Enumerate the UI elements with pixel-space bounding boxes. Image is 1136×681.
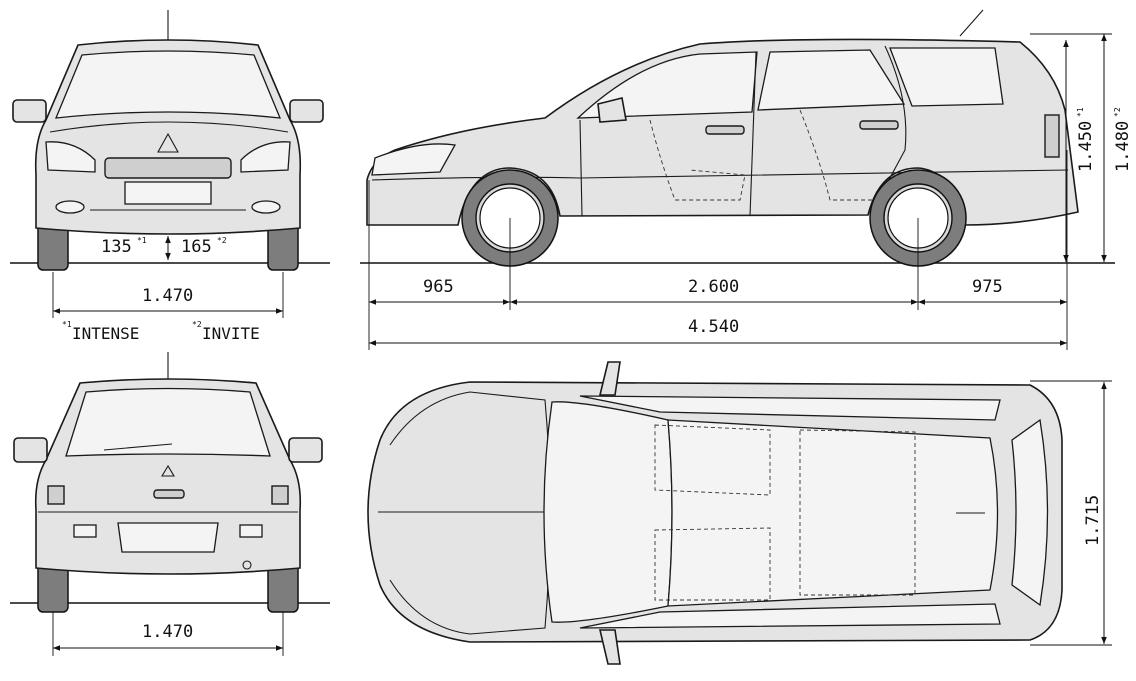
top-view: 1.715: [367, 361, 1112, 665]
front-hood-line: [49, 121, 289, 133]
rear-exhaust: [242, 560, 252, 570]
rear-handle: [153, 489, 185, 499]
rear-window: [65, 387, 271, 457]
rear-emblem: [161, 464, 175, 477]
front-track-width-value: 1.470: [142, 286, 193, 306]
side-view: 965 2.600 975 4.540 1.450 *1 1.480 *2: [360, 9, 1133, 350]
clearance-intense-value: 135: [101, 237, 132, 257]
clearance-intense-mark: *1: [137, 236, 147, 245]
top-right-side-glass: [579, 603, 1001, 629]
height-intense-mark: *1: [1076, 107, 1085, 117]
clearance-invite-mark: *2: [217, 236, 227, 245]
front-right-fog-light: [251, 200, 281, 214]
trim-legend: *1 INTENSE *2 INVITE: [62, 320, 260, 343]
front-right-headlight: [240, 141, 291, 173]
front-view: 135 *1 165 *2 1.470: [10, 10, 330, 318]
front-grille: [104, 157, 232, 179]
front-overhang-value: 965: [423, 277, 454, 297]
side-rear-seat-outline: [799, 109, 880, 201]
top-rear-window: [1011, 418, 1049, 607]
rear-right-mirror: [288, 437, 323, 463]
top-roof: [667, 419, 999, 607]
rear-plate-recess: [117, 522, 219, 553]
top-left-mirror: [598, 361, 621, 396]
side-quarter-window: [889, 47, 1004, 107]
top-front-seat-left: [654, 424, 771, 496]
rear-left-mirror: [13, 437, 48, 463]
rear-overhang-value: 975: [972, 277, 1003, 297]
rear-track-width-value: 1.470: [142, 622, 193, 642]
overall-length-value: 4.540: [688, 317, 739, 337]
height-invite-value: 1.480: [1113, 121, 1133, 172]
legend-intense-mark: *1: [62, 320, 72, 329]
front-windshield: [54, 50, 282, 119]
wheelbase-value: 2.600: [688, 277, 739, 297]
overall-width-value: 1.715: [1083, 495, 1103, 546]
rear-right-reflector: [239, 524, 263, 538]
clearance-invite-value: 165: [181, 237, 212, 257]
top-front-seat-right: [654, 527, 771, 601]
rear-wiper: [103, 443, 173, 451]
side-b-pillar: [749, 51, 757, 217]
side-antenna: [959, 9, 984, 37]
rear-left-reflector: [73, 524, 97, 538]
legend-invite-mark: *2: [192, 320, 202, 329]
side-rear-door-handle: [859, 120, 899, 130]
front-left-mirror: [12, 99, 47, 123]
height-invite-mark: *2: [1113, 107, 1122, 117]
top-right-mirror: [598, 629, 621, 665]
side-front-door-handle: [705, 125, 745, 135]
front-emblem: [157, 132, 179, 153]
front-left-fog-light: [55, 200, 85, 214]
side-headlight: [371, 143, 457, 176]
side-rear-door-edge: [869, 45, 907, 216]
legend-intense-label: INTENSE: [72, 324, 139, 343]
side-front-door-edge: [579, 119, 583, 217]
top-windshield: [543, 401, 673, 623]
rear-view: 1.470: [10, 352, 330, 656]
side-rear-window: [757, 49, 906, 111]
rear-right-taillight: [271, 485, 289, 505]
front-right-mirror: [289, 99, 324, 123]
top-left-side-glass: [579, 395, 1001, 421]
front-license-plate: [124, 181, 212, 205]
rear-left-taillight: [47, 485, 65, 505]
legend-invite-label: INVITE: [202, 324, 260, 343]
front-left-headlight: [45, 141, 96, 173]
side-mirror: [597, 97, 627, 123]
height-intense-value: 1.450: [1076, 121, 1096, 172]
side-taillight: [1044, 114, 1060, 158]
top-rear-bench: [799, 429, 916, 596]
